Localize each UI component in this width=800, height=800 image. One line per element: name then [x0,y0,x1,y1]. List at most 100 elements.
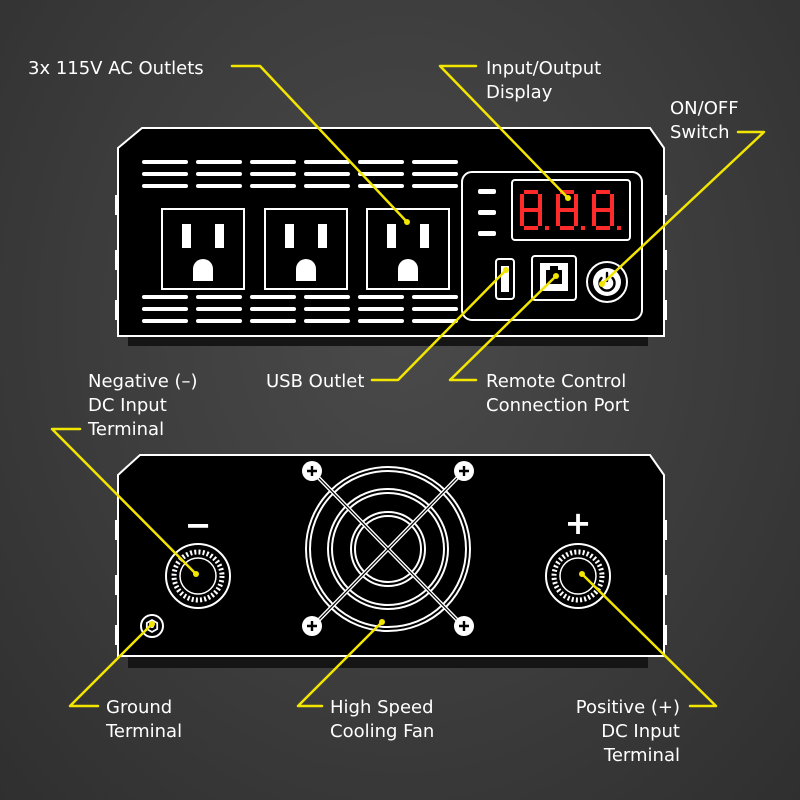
display-segment [574,210,578,226]
rear-panel-body [117,454,665,657]
vent-slot [250,160,296,164]
vent-slot [304,160,350,164]
vent-slot [142,295,188,299]
ac-outlet-icon [366,208,450,290]
ac-outlet-icon [264,208,348,290]
display-segment [592,194,596,210]
vent-slot [142,307,188,311]
vent-slot [358,184,404,188]
label-ground-line2: Terminal [105,721,182,742]
vent-slot [304,319,350,323]
front-panel [115,127,667,346]
display-segment [592,210,596,226]
vent-slot [412,295,458,299]
vent-slot [358,172,404,176]
input-output-display [511,179,631,241]
vent-slot [304,172,350,176]
vent-slot [142,172,188,176]
display-segment [538,194,542,210]
vent-slots-bottom [142,295,458,323]
label-fan-line2: Cooling Fan [330,721,434,742]
display-segment [556,194,560,210]
vent-slot [250,307,296,311]
label-display-line1: Input/Output [486,58,601,79]
leader-ground [68,622,154,708]
label-positive-line3: Terminal [603,745,680,766]
label-negative-line1: Negative (–) [88,371,198,392]
display-segment [596,226,610,230]
vent-slot [358,307,404,311]
screw-icon [302,616,322,636]
label-ground-line1: Ground [106,697,172,718]
negative-symbol: − [185,506,212,544]
display-segment [610,194,614,210]
label-fan-line1: High Speed [330,697,434,718]
ac-outlet-icon [161,208,245,290]
rear-panel: − + [115,454,667,668]
screw-icon [454,616,474,636]
vent-slot [304,295,350,299]
vent-slot [358,295,404,299]
callout-labels: 3x 115V AC Outlets Input/Output Display … [28,58,739,766]
display-segment [524,190,538,194]
front-side-fins [115,195,667,320]
label-switch-line1: ON/OFF [670,98,739,119]
label-usb: USB Outlet [266,371,364,392]
display-segment [538,210,542,226]
display-digits [520,190,621,230]
vent-slot [250,184,296,188]
vent-slot [142,160,188,164]
display-decimal-point [617,226,621,230]
vent-slot [412,319,458,323]
label-negative-line2: DC Input [88,395,167,416]
vent-slot [304,307,350,311]
vent-slot [412,172,458,176]
vent-slot [250,319,296,323]
vent-slot [412,184,458,188]
vent-slot [196,307,242,311]
cooling-fan-icon [305,466,471,632]
leader-usb [370,268,508,382]
vent-slots-top [142,160,458,188]
label-switch-line2: Switch [670,122,730,143]
vent-slot [196,172,242,176]
display-segment [520,210,524,226]
vent-slot [412,307,458,311]
vent-slot [412,160,458,164]
terminal-knob-icon [545,543,611,609]
label-display-line2: Display [486,82,553,103]
label-remote-line1: Remote Control [486,371,626,392]
leader-remote [448,274,558,382]
leader-lines [50,64,766,708]
display-segment [524,226,538,230]
vent-slot [358,319,404,323]
vent-slot [196,319,242,323]
display-segment [560,226,574,230]
display-segment [524,208,538,212]
vent-slot [196,184,242,188]
label-positive-line2: DC Input [601,721,680,742]
display-segment [560,208,574,212]
vent-slot [250,295,296,299]
label-positive-line1: Positive (+) [576,697,680,718]
display-segment [574,194,578,210]
vent-slot [142,319,188,323]
leader-switch [600,130,766,286]
display-decimal-point [545,226,549,230]
label-remote-line2: Connection Port [486,395,629,416]
label-ac-outlets: 3x 115V AC Outlets [28,58,204,79]
screw-icon [454,461,474,481]
display-segment [610,210,614,226]
screw-icon [302,461,322,481]
vent-slot [358,160,404,164]
leader-display [438,64,570,200]
vent-slot [196,160,242,164]
leader-negative [50,427,198,576]
label-negative-line3: Terminal [87,419,164,440]
vent-slot [142,184,188,188]
rear-side-fins [115,520,667,645]
leader-positive [580,572,718,708]
display-segment [520,194,524,210]
power-button-icon [586,261,628,303]
